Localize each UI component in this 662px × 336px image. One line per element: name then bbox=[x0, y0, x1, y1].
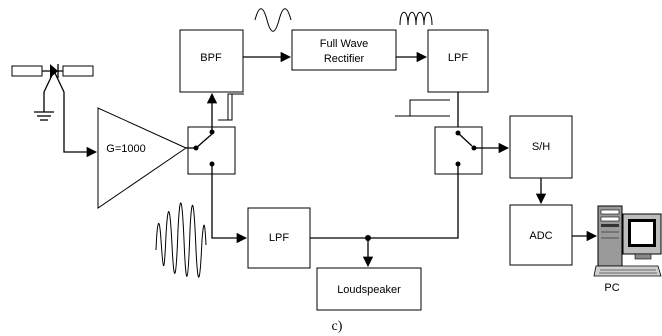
amplifier-label: G=1000 bbox=[106, 143, 145, 155]
computer-icon: PC bbox=[593, 205, 662, 294]
switch-2 bbox=[434, 126, 483, 175]
figure-caption: c) bbox=[332, 319, 343, 334]
electrode-diode-icon bbox=[11, 64, 94, 93]
bpf-label: BPF bbox=[200, 52, 222, 64]
adc-block: ADC bbox=[509, 204, 573, 266]
sample-hold-block: S/H bbox=[509, 115, 573, 179]
loudspeaker-label: Loudspeaker bbox=[337, 284, 401, 296]
rectifier-label-1: Full Wave bbox=[320, 38, 369, 50]
step-signal-icon bbox=[395, 99, 450, 117]
rectifier-label-2: Rectifier bbox=[324, 53, 365, 65]
switch-icon bbox=[457, 132, 473, 147]
ground-icon bbox=[34, 92, 54, 121]
rectifier-block: Full Wave Rectifier bbox=[291, 29, 397, 71]
lpf-bottom-label: LPF bbox=[269, 232, 289, 244]
emg-waveform-icon bbox=[155, 202, 207, 278]
amplifier: G=1000 bbox=[97, 107, 188, 209]
pc-label: PC bbox=[604, 282, 619, 294]
switch-1 bbox=[187, 126, 236, 175]
lpf-top-block: LPF bbox=[427, 29, 489, 93]
bpf-block: BPF bbox=[179, 29, 244, 93]
rectified-wave-icon bbox=[399, 11, 433, 26]
loudspeaker-block: Loudspeaker bbox=[316, 267, 422, 311]
sine-wave-icon bbox=[254, 8, 292, 32]
sample-hold-label: S/H bbox=[532, 141, 550, 153]
switch-icon bbox=[195, 133, 213, 149]
lpf-top-label: LPF bbox=[448, 52, 468, 64]
control-pulse-1 bbox=[218, 93, 240, 121]
adc-label: ADC bbox=[529, 230, 552, 242]
lpf-bottom-block: LPF bbox=[247, 207, 311, 269]
